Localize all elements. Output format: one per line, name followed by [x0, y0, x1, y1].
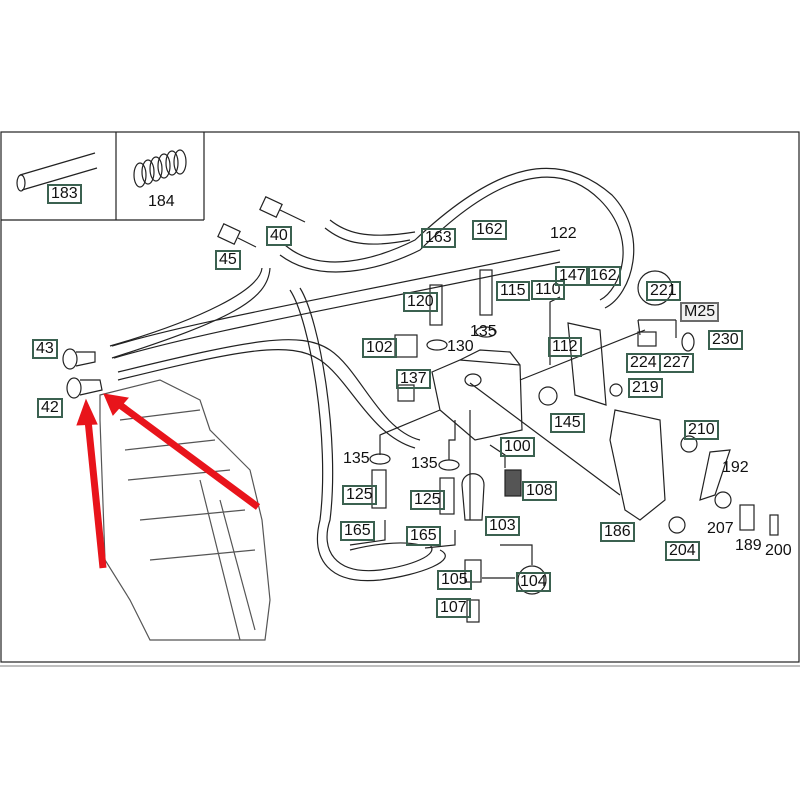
part-callout-224: 224	[626, 353, 661, 373]
filter-103	[461, 473, 485, 521]
part-callout-125: 125	[410, 490, 445, 510]
part-callout-210: 210	[684, 420, 719, 440]
bracket-186	[609, 409, 666, 521]
part-callout-186: 186	[600, 522, 635, 542]
gasket-112	[567, 322, 607, 406]
bracket-192	[699, 449, 731, 501]
part-callout-207: 207	[707, 520, 734, 537]
tube-183	[19, 152, 98, 191]
part-callout-184: 184	[148, 193, 175, 210]
part-callout-200: 200	[765, 542, 792, 559]
part-callout-100: 100	[500, 437, 535, 457]
diagram-frame	[0, 131, 800, 663]
part-callout-145: 145	[550, 413, 585, 433]
spring-184	[133, 149, 187, 188]
part-callout-40: 40	[266, 226, 292, 246]
part-callout-135: 135	[343, 450, 370, 467]
part-callout-45: 45	[215, 250, 241, 270]
clip-200	[769, 514, 779, 536]
washer-219	[609, 383, 623, 397]
part-callout-120: 120	[403, 292, 438, 312]
part-callout-112: 112	[548, 337, 582, 357]
part-callout-162: 162	[586, 266, 621, 286]
part-callout-130: 130	[447, 338, 474, 355]
part-callout-102: 102	[362, 338, 397, 358]
part-callout-165: 165	[406, 526, 441, 546]
part-callout-137: 137	[396, 369, 431, 389]
part-callout-135: 135	[411, 455, 438, 472]
part-callout-147: 147	[555, 266, 590, 286]
hoses	[109, 167, 635, 582]
part-callout-110: 110	[531, 280, 565, 300]
part-callout-219: 219	[628, 378, 663, 398]
part-callout-122: 122	[550, 225, 577, 242]
part-callout-115: 115	[496, 281, 530, 301]
part-callout-m25: M25	[680, 302, 720, 322]
part-callout-230: 230	[708, 330, 743, 350]
filter-housing	[431, 329, 646, 520]
part-callout-108: 108	[522, 481, 557, 501]
part-callout-189: 189	[735, 537, 762, 554]
clip-189	[739, 504, 755, 531]
part-callout-135: 135	[470, 323, 497, 340]
red-arrows	[76, 393, 261, 569]
part-callout-105: 105	[437, 570, 472, 590]
filter-108	[504, 469, 522, 497]
part-callout-125: 125	[342, 485, 377, 505]
part-callout-183: 183	[47, 184, 82, 204]
part-callout-163: 163	[421, 228, 456, 248]
part-callout-42: 42	[37, 398, 63, 418]
part-callout-43: 43	[32, 339, 58, 359]
part-callout-192: 192	[722, 459, 749, 476]
engine-block	[99, 379, 271, 641]
part-callout-103: 103	[485, 516, 520, 536]
part-callout-221: 221	[646, 281, 681, 301]
part-callout-162: 162	[472, 220, 507, 240]
part-callout-204: 204	[665, 541, 700, 561]
part-callout-227: 227	[659, 353, 694, 373]
part-callout-104: 104	[516, 572, 551, 592]
part-callout-107: 107	[436, 598, 471, 618]
part-callout-165: 165	[340, 521, 375, 541]
